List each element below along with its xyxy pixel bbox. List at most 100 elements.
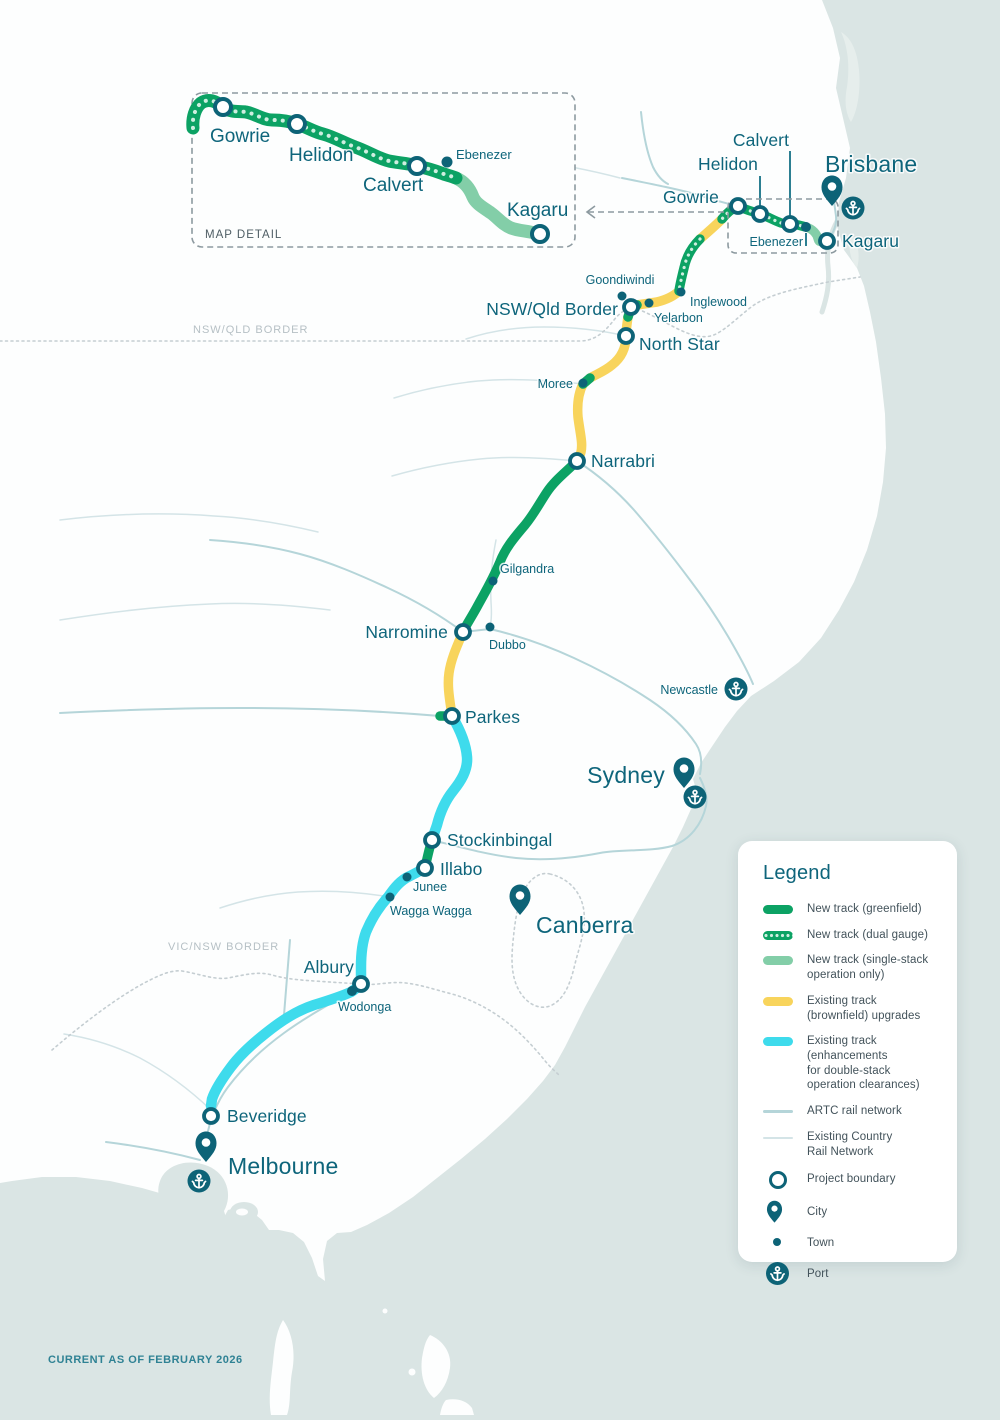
legend-item-label: Project boundary bbox=[807, 1173, 896, 1186]
legend-item-label: Existing track (enhancements for double-… bbox=[807, 1035, 920, 1092]
label-narrabri: Narrabri bbox=[591, 451, 655, 471]
label-goondiwindi: Goondiwindi bbox=[586, 273, 655, 287]
legend-item-label: Existing Country Rail Network bbox=[807, 1130, 893, 1158]
port-icon-brisbane bbox=[840, 195, 866, 221]
port-icon-newcastle bbox=[723, 676, 749, 702]
label-narromine: Narromine bbox=[365, 622, 448, 642]
brownfield-swatch bbox=[763, 994, 793, 1006]
city-pin-icon bbox=[763, 1200, 793, 1223]
port-icon-sydney bbox=[682, 784, 708, 810]
label-brisbane: Brisbane bbox=[825, 151, 917, 177]
boundary-nsw-qld-border bbox=[622, 298, 640, 316]
label-wagga-wagga: Wagga Wagga bbox=[390, 904, 472, 918]
label-gowrie: Gowrie bbox=[663, 187, 719, 207]
inset-label-gowrie: Gowrie bbox=[210, 126, 270, 147]
label-north-star: North Star bbox=[639, 334, 720, 354]
mainland bbox=[0, 0, 886, 1281]
legend-item-town: Town bbox=[763, 1234, 939, 1251]
label-inglewood: Inglewood bbox=[690, 295, 747, 309]
caption-nsw-qld-border: NSW/QLD BORDER bbox=[193, 324, 308, 336]
country-line-swatch bbox=[763, 1130, 793, 1139]
boundary-gowrie bbox=[729, 197, 747, 215]
legend-item-dual-gauge: New track (dual gauge) bbox=[763, 928, 939, 943]
label-calvert: Calvert bbox=[733, 130, 789, 150]
detail-link bbox=[585, 198, 839, 254]
boundary-helidon bbox=[751, 205, 769, 223]
label-wodonga: Wodonga bbox=[338, 1000, 391, 1014]
label-parkes: Parkes bbox=[465, 707, 520, 727]
label-newcastle: Newcastle bbox=[660, 683, 718, 697]
label-nsw-qld-border: NSW/Qld Border bbox=[486, 299, 618, 319]
label-ebenezer: Ebenezer bbox=[749, 235, 803, 249]
current-as-of-note: CURRENT AS OF FEBRUARY 2026 bbox=[48, 1354, 243, 1366]
dual-gauge-swatch bbox=[763, 928, 793, 940]
legend-item-label: City bbox=[807, 1206, 828, 1219]
boundary-kagaru bbox=[818, 232, 836, 250]
inset-markers bbox=[213, 97, 550, 244]
artc-line-swatch bbox=[763, 1104, 793, 1114]
town-goondiwindi bbox=[617, 291, 627, 301]
legend-item-port: Port bbox=[763, 1262, 939, 1286]
town-wagga-wagga bbox=[385, 892, 395, 902]
inset-boundary-helidon bbox=[287, 114, 307, 134]
label-melbourne: Melbourne bbox=[228, 1153, 338, 1179]
boundary-stockinbingal bbox=[423, 831, 441, 849]
boundary-calvert bbox=[781, 215, 799, 233]
label-kagaru: Kagaru bbox=[842, 231, 899, 251]
town-dot-icon bbox=[763, 1234, 793, 1247]
leader-lines bbox=[759, 151, 807, 246]
legend-item-label: New track (dual gauge) bbox=[807, 928, 929, 941]
label-helidon: Helidon bbox=[698, 154, 758, 174]
inset-labels: Gowrie Helidon Calvert Ebenezer Kagaru M… bbox=[205, 125, 570, 242]
label-albury: Albury bbox=[304, 957, 354, 977]
islands bbox=[269, 32, 860, 1415]
town-ebenezer bbox=[801, 222, 811, 232]
boundary-parkes bbox=[443, 707, 461, 725]
caption-vic-nsw-border: VIC/NSW BORDER bbox=[168, 941, 279, 953]
single-stack-swatch bbox=[763, 953, 793, 966]
label-dubbo: Dubbo bbox=[489, 638, 526, 652]
legend-item-city: City bbox=[763, 1200, 939, 1223]
boundary-illabo bbox=[416, 859, 434, 877]
detail-source-box bbox=[727, 198, 839, 254]
legend-item-double-stack: Existing track (enhancements for double-… bbox=[763, 1034, 939, 1093]
legend-item-country-rail: Existing Country Rail Network bbox=[763, 1130, 939, 1159]
label-yelarbon: Yelarbon bbox=[654, 311, 703, 325]
inset-label-kagaru: Kagaru bbox=[507, 200, 568, 221]
map-labels: Brisbane Calvert Helidon Gowrie Ebenezer… bbox=[168, 129, 919, 1181]
label-junee: Junee bbox=[413, 880, 447, 894]
legend-item-artc: ARTC rail network bbox=[763, 1104, 939, 1119]
detail-arrow-head bbox=[585, 205, 596, 219]
label-stockinbingal: Stockinbingal bbox=[447, 830, 552, 850]
border-nsw-qld bbox=[0, 276, 861, 342]
label-beveridge: Beveridge bbox=[227, 1106, 307, 1126]
inset-label-helidon: Helidon bbox=[289, 145, 353, 166]
inset-boundary-calvert bbox=[407, 156, 427, 176]
legend-item-label: Town bbox=[807, 1237, 835, 1250]
legend-panel: Legend New track (greenfield) New track … bbox=[738, 841, 957, 1286]
legend-item-label: New track (greenfield) bbox=[807, 903, 922, 915]
town-dubbo bbox=[485, 622, 495, 632]
legend-title: Legend bbox=[763, 862, 831, 884]
town-yelarbon bbox=[644, 298, 654, 308]
boundary-albury bbox=[352, 975, 370, 993]
inset-label-calvert: Calvert bbox=[363, 175, 424, 196]
town-moree bbox=[578, 378, 588, 388]
label-canberra: Canberra bbox=[536, 912, 634, 938]
port-icon-melbourne bbox=[186, 1168, 212, 1194]
project-boundary-icon bbox=[763, 1170, 793, 1190]
town-gilgandra bbox=[488, 576, 498, 586]
port-anchor-icon bbox=[763, 1262, 793, 1286]
boundary-beveridge bbox=[202, 1107, 220, 1125]
legend-item-label: New track (single-stack operation only) bbox=[807, 954, 929, 982]
town-junee bbox=[402, 872, 412, 882]
inset-town-ebenezer bbox=[441, 156, 453, 168]
border-vic-nsw bbox=[51, 970, 561, 1077]
greenfield-swatch bbox=[763, 902, 793, 914]
legend-item-label: Port bbox=[807, 1268, 829, 1281]
legend-item-greenfield: New track (greenfield) bbox=[763, 902, 939, 917]
boundary-narromine bbox=[454, 623, 472, 641]
inset-label-ebenezer: Ebenezer bbox=[456, 147, 512, 162]
